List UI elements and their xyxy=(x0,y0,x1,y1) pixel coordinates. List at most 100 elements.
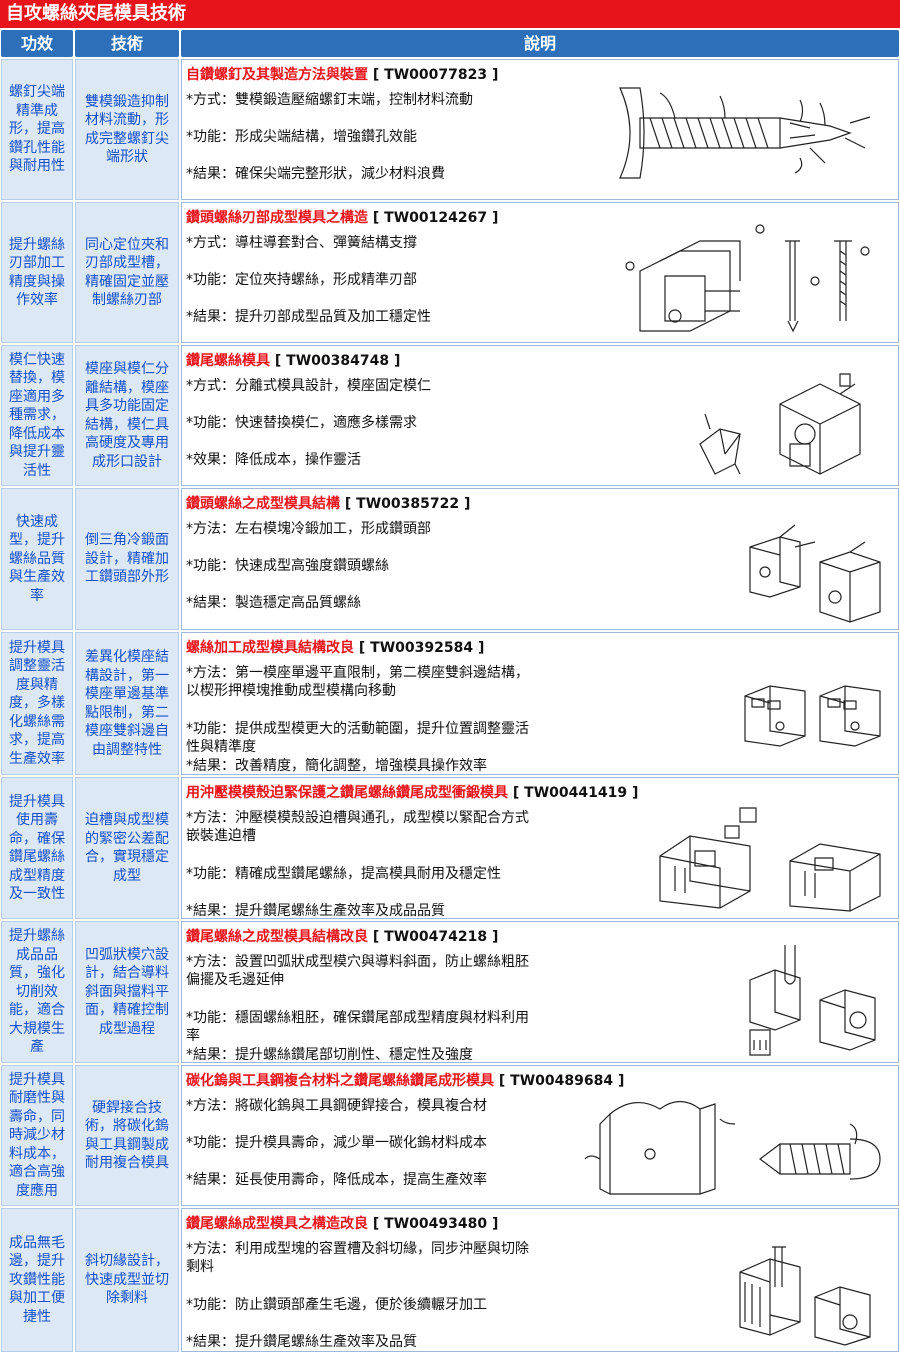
tech-cell: 凹弧狀模穴設計，結合導料斜面與擋料平面，精確控制成型過程 xyxy=(75,921,179,1063)
patent-code: [ TW00474218 ] xyxy=(372,929,499,945)
screw-tip-drawing xyxy=(600,78,890,188)
patent-code: [ TW00493480 ] xyxy=(372,1216,499,1232)
function-line: *功能：防止鑽頭部產生毛邊，便於後續輾牙加工 xyxy=(186,1297,487,1313)
patent-title: 鑽尾螺絲成型模具之構造改良 [ TW00493480 ] xyxy=(186,1213,498,1233)
table-row: 提升螺絲刃部加工精度與操作效率 同心定位夾和刃部成型槽，精確固定並壓制螺絲刃部 … xyxy=(0,202,900,343)
function-line: *功能：定位夾持螺絲，形成精準刃部 xyxy=(186,272,417,288)
patent-code: [ TW00392584 ] xyxy=(358,640,485,656)
description-cell: 自鑽螺釘及其製造方法與裝置 [ TW00077823 ] *方式：雙模鍛造壓縮螺… xyxy=(181,59,899,200)
effect-cell: 模仁快速替換，模座適用多種需求，降低成本與提升靈活性 xyxy=(1,345,73,486)
method-line: *方式：分離式模具設計，模座固定模仁 xyxy=(186,378,431,394)
result-line: *結果：延長使用壽命，降低成本，提高生產效率 xyxy=(186,1172,487,1188)
patent-title: 鑽頭螺絲之成型模具結構 [ TW00385722 ] xyxy=(186,493,470,513)
patent-title: 用沖壓模模殼迫緊保護之鑽尾螺絲鑽尾成型衝鍛模具 [ TW00441419 ] xyxy=(186,782,638,802)
result-line: *效果：降低成本，操作靈活 xyxy=(186,452,361,468)
patent-title: 自鑽螺釘及其製造方法與裝置 [ TW00077823 ] xyxy=(186,64,498,84)
die-with-screws-drawing xyxy=(620,221,890,339)
composite-die-drawing xyxy=(580,1084,890,1199)
result-line: *結果：提升螺絲鑽尾部切削性、穩定性及強度 xyxy=(186,1047,473,1063)
effect-cell: 提升模具使用壽命，確保鑽尾螺絲成型精度及一致性 xyxy=(1,777,73,919)
patent-code: [ TW00384748 ] xyxy=(274,353,401,369)
result-line: *結果：改善精度，簡化調整，增強模具操作效率 xyxy=(186,758,487,774)
patent-name: 自鑽螺釘及其製造方法與裝置 xyxy=(186,67,368,83)
patent-code: [ TW00385722 ] xyxy=(344,496,471,512)
tech-cell: 倒三角冷鍛面設計，精確加工鑽頭部外形 xyxy=(75,488,179,630)
patent-code: [ TW00489684 ] xyxy=(498,1073,625,1089)
function-line: *功能：快速成型高強度鑽頭螺絲 xyxy=(186,558,389,574)
tech-cell: 雙模鍛造抑制材料流動，形成完整螺釘尖端形狀 xyxy=(75,59,179,200)
stamping-die-shell-drawing xyxy=(650,796,890,914)
description-cell: 鑽頭螺絲之成型模具結構 [ TW00385722 ] *方法：左右模塊冷鍛加工，… xyxy=(181,488,899,630)
description-cell: 碳化鎢與工具鋼複合材料之鑽尾螺絲鑽尾成形模具 [ TW00489684 ] *方… xyxy=(181,1065,899,1206)
method-line: *方式：雙模鍛造壓縮螺釘末端，控制材料流動 xyxy=(186,92,473,108)
function-line: *功能：形成尖端結構，增強鑽孔效能 xyxy=(186,129,417,145)
tech-cell: 同心定位夾和刃部成型槽，精確固定並壓制螺絲刃部 xyxy=(75,202,179,343)
patent-name: 鑽頭螺絲之成型模具結構 xyxy=(186,496,340,512)
method-line: *方法：第一模座單邊平直限制，第二模座雙斜邊結構，以楔形押模塊推動成型模構向移動 xyxy=(186,665,529,699)
method-line: *方法：左右模塊冷鍛加工，形成鑽頭部 xyxy=(186,521,431,537)
table-row: 提升模具調整靈活度與精度，多樣化螺絲需求，提高生產效率 差異化模座結構設計，第一… xyxy=(0,632,900,775)
bevel-edge-die-drawing xyxy=(720,1227,890,1347)
result-line: *結果：製造穩定高品質螺絲 xyxy=(186,595,361,611)
description-cell: 螺絲加工成型模具結構改良 [ TW00392584 ] *方法：第一模座單邊平直… xyxy=(181,632,899,775)
function-line: *功能：精確成型鑽尾螺絲，提高模具耐用及穩定性 xyxy=(186,866,501,882)
effect-cell: 提升模具調整靈活度與精度，多樣化螺絲需求，提高生產效率 xyxy=(1,632,73,775)
header-desc: 說明 xyxy=(181,30,899,57)
method-line: *方法：將碳化鎢與工具鋼硬銲接合，模具複合材 xyxy=(186,1098,487,1114)
page-title: 自攻螺絲夾尾模具技術 xyxy=(0,0,900,28)
header-tech: 技術 xyxy=(75,30,179,57)
result-line: *結果：提升刃部成型品質及加工穩定性 xyxy=(186,309,431,325)
patent-name: 鑽尾螺絲之成型模具結構改良 xyxy=(186,929,368,945)
result-line: *結果：確保尖端完整形狀，減少材料浪費 xyxy=(186,166,445,182)
method-line: *方式：導柱導套對合、彈簧結構支撐 xyxy=(186,235,417,251)
function-line: *功能：穩固螺絲粗胚，確保鑽尾部成型精度與材料利用率 xyxy=(186,1010,529,1044)
patent-title: 螺絲加工成型模具結構改良 [ TW00392584 ] xyxy=(186,637,484,657)
patent-name: 鑽尾螺絲成型模具之構造改良 xyxy=(186,1216,368,1232)
table-header: 功效 技術 說明 xyxy=(0,30,900,57)
tech-cell: 迫槽與成型模的緊密公差配合，實現穩定成型 xyxy=(75,777,179,919)
patent-title: 鑽尾螺絲之成型模具結構改良 [ TW00474218 ] xyxy=(186,926,498,946)
effect-cell: 快速成型，提升螺絲品質與生產效率 xyxy=(1,488,73,630)
patent-title: 鑽尾螺絲模具 [ TW00384748 ] xyxy=(186,350,400,370)
header-effect: 功效 xyxy=(1,30,73,57)
cold-forging-die-drawing xyxy=(740,507,890,625)
table-row: 快速成型，提升螺絲品質與生產效率 倒三角冷鍛面設計，精確加工鑽頭部外形 鑽頭螺絲… xyxy=(0,488,900,630)
effect-cell: 提升螺絲刃部加工精度與操作效率 xyxy=(1,202,73,343)
method-line: *方法：沖壓模模殼設迫槽與通孔，成型模以緊配合方式嵌裝進迫槽 xyxy=(186,810,529,844)
result-line: *結果：提升鑽尾螺絲生產效率及品質 xyxy=(186,1334,417,1350)
description-cell: 鑽尾螺絲成型模具之構造改良 [ TW00493480 ] *方法：利用成型塊的容… xyxy=(181,1208,899,1352)
twin-die-seat-drawing xyxy=(740,651,890,763)
patent-name: 鑽尾螺絲模具 xyxy=(186,353,270,369)
patent-name: 碳化鎢與工具鋼複合材料之鑽尾螺絲鑽尾成形模具 xyxy=(186,1073,494,1089)
table-row: 提升模具使用壽命，確保鑽尾螺絲成型精度及一致性 迫槽與成型模的緊密公差配合，實現… xyxy=(0,777,900,919)
table-row: 提升螺絲成品品質，強化切削效能，適合大規模生產 凹弧狀模穴設計，結合導料斜面與擋… xyxy=(0,921,900,1063)
effect-cell: 提升螺絲成品品質，強化切削效能，適合大規模生產 xyxy=(1,921,73,1063)
table-row: 成品無毛邊，提升攻鑽性能與加工便捷性 斜切緣設計，快速成型並切除剩料 鑽尾螺絲成… xyxy=(0,1208,900,1352)
tech-cell: 硬銲接合技術，將碳化鎢與工具鋼製成耐用複合模具 xyxy=(75,1065,179,1206)
description-cell: 用沖壓模模殼迫緊保護之鑽尾螺絲鑽尾成型衝鍛模具 [ TW00441419 ] *… xyxy=(181,777,899,919)
die-seat-drawing xyxy=(690,364,890,482)
method-line: *方法：利用成型塊的容置槽及斜切緣，同步沖壓與切除剩料 xyxy=(186,1241,529,1275)
patent-name: 用沖壓模模殼迫緊保護之鑽尾螺絲鑽尾成型衝鍛模具 xyxy=(186,785,508,801)
patent-code: [ TW00441419 ] xyxy=(512,785,639,801)
table-row: 提升模具耐磨性與壽命，同時減少材料成本，適合高強度應用 硬銲接合技術，將碳化鎢與… xyxy=(0,1065,900,1206)
patent-code: [ TW00077823 ] xyxy=(372,67,499,83)
tech-cell: 斜切緣設計，快速成型並切除剩料 xyxy=(75,1208,179,1352)
function-line: *功能：提升模具壽命，減少單一碳化鎢材料成本 xyxy=(186,1135,487,1151)
tech-cell: 模座與模仁分離結構，模座具多功能固定結構，模仁具高硬度及專用成形口設計 xyxy=(75,345,179,486)
effect-cell: 螺釘尖端精準成形，提高鑽孔性能與耐用性 xyxy=(1,59,73,200)
table-row: 模仁快速替換，模座適用多種需求，降低成本與提升靈活性 模座與模仁分離結構，模座具… xyxy=(0,345,900,486)
patent-title: 碳化鎢與工具鋼複合材料之鑽尾螺絲鑽尾成形模具 [ TW00489684 ] xyxy=(186,1070,624,1090)
table-row: 螺釘尖端精準成形，提高鑽孔性能與耐用性 雙模鍛造抑制材料流動，形成完整螺釘尖端形… xyxy=(0,59,900,200)
effect-cell: 成品無毛邊，提升攻鑽性能與加工便捷性 xyxy=(1,1208,73,1352)
arc-cavity-die-drawing xyxy=(740,940,890,1058)
description-cell: 鑽尾螺絲模具 [ TW00384748 ] *方式：分離式模具設計，模座固定模仁… xyxy=(181,345,899,486)
function-line: *功能：提供成型模更大的活動範圍，提升位置調整靈活性與精準度 xyxy=(186,721,529,755)
function-line: *功能：快速替換模仁，適應多樣需求 xyxy=(186,415,417,431)
result-line: *結果：提升鑽尾螺絲生產效率及成品品質 xyxy=(186,903,445,919)
patent-name: 螺絲加工成型模具結構改良 xyxy=(186,640,354,656)
patent-title: 鑽頭螺絲刃部成型模具之構造 [ TW00124267 ] xyxy=(186,207,498,227)
patent-code: [ TW00124267 ] xyxy=(372,210,499,226)
method-line: *方法：設置凹弧狀成型模穴與導料斜面，防止螺絲粗胚偏擺及毛邊延伸 xyxy=(186,954,529,988)
patent-name: 鑽頭螺絲刃部成型模具之構造 xyxy=(186,210,368,226)
